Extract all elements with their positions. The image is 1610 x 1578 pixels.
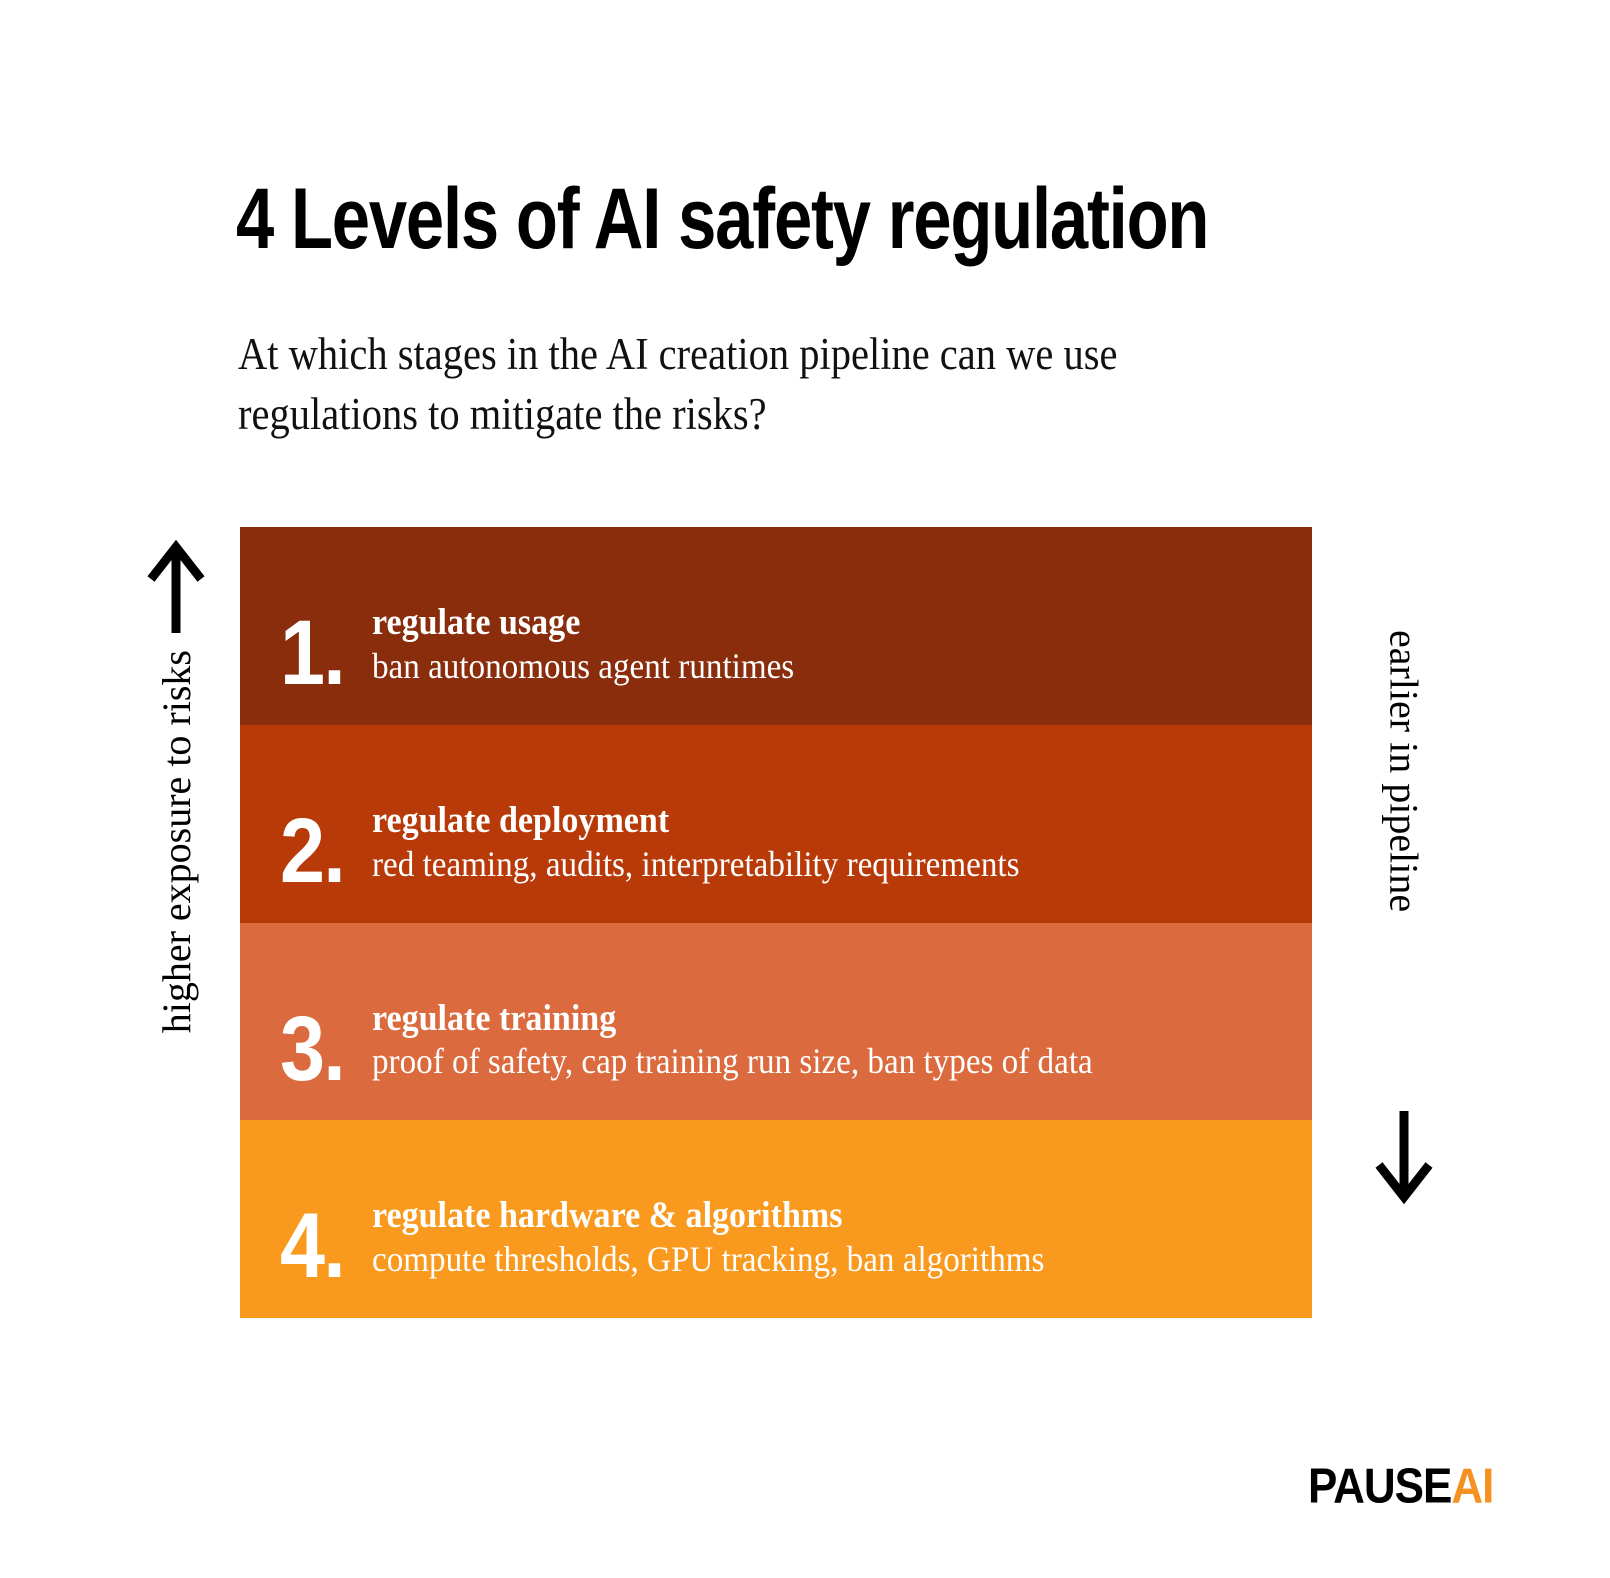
page-title: 4 Levels of AI safety regulation: [236, 171, 1209, 267]
level-row[interactable]: 2. regulate deployment red teaming, audi…: [240, 724, 1312, 923]
levels-stack: 1. regulate usage ban autonomous agent r…: [240, 527, 1312, 1318]
level-number: 1.: [280, 602, 346, 705]
level-description: proof of safety, cap training run size, …: [372, 1041, 1093, 1082]
level-text: regulate training proof of safety, cap t…: [372, 997, 1312, 1087]
arrow-up-icon: [146, 535, 206, 640]
brand-logo: PAUSEAI: [1308, 1458, 1494, 1514]
level-text: regulate hardware & algorithms compute t…: [372, 1194, 1312, 1284]
level-text: regulate deployment red teaming, audits,…: [372, 799, 1312, 889]
right-axis-label-text: earlier in pipeline: [1381, 630, 1427, 913]
level-number: 3.: [280, 997, 346, 1100]
level-heading: regulate deployment: [372, 799, 670, 841]
level-number: 2.: [280, 799, 346, 902]
level-row[interactable]: 3. regulate training proof of safety, ca…: [240, 922, 1312, 1121]
left-axis-label: higher exposure to risks: [153, 650, 200, 1227]
level-number: 4.: [280, 1195, 346, 1298]
brand-name-primary: PAUSE: [1308, 1458, 1452, 1514]
level-row[interactable]: 4. regulate hardware & algorithms comput…: [240, 1120, 1312, 1318]
right-axis: earlier in pipeline: [1356, 630, 1452, 1220]
level-description: compute thresholds, GPU tracking, ban al…: [372, 1239, 1045, 1280]
level-heading: regulate hardware & algorithms: [372, 1195, 843, 1237]
level-description: red teaming, audits, interpretability re…: [372, 843, 1020, 884]
arrow-down-icon: [1374, 1109, 1434, 1214]
brand-name-accent: AI: [1451, 1458, 1494, 1514]
level-heading: regulate training: [372, 997, 617, 1039]
right-axis-label: earlier in pipeline: [1381, 630, 1428, 1097]
left-axis-label-text: higher exposure to risks: [153, 650, 199, 1034]
level-heading: regulate usage: [372, 602, 581, 644]
level-description: ban autonomous agent runtimes: [372, 645, 795, 686]
level-row[interactable]: 1. regulate usage ban autonomous agent r…: [240, 527, 1312, 725]
left-axis: higher exposure to risks: [128, 527, 224, 1227]
page-subtitle: At which stages in the AI creation pipel…: [238, 329, 1118, 439]
level-text: regulate usage ban autonomous agent runt…: [372, 601, 1312, 691]
